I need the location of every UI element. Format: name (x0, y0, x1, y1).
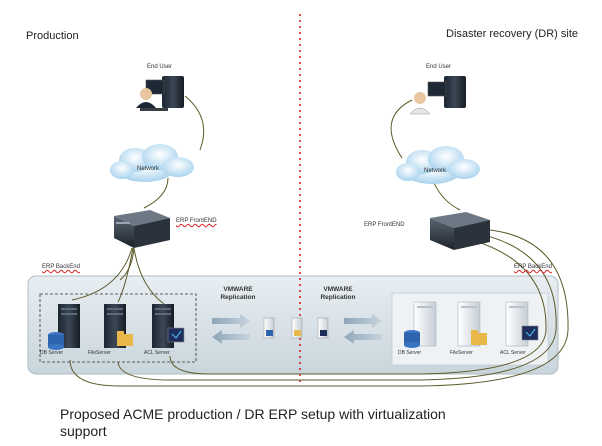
production-db-server-icon (48, 304, 80, 350)
production-end-user-label: End User (147, 64, 173, 70)
production-acl-server-label: ACL Server (144, 350, 170, 356)
replication-label-left: VMWARE Replication (214, 286, 262, 302)
production-db-server-label: DB Server (40, 350, 64, 356)
production-file-server-icon (104, 304, 133, 348)
network-to-frontend-link (143, 177, 169, 209)
production-end-user-icon (136, 76, 184, 111)
production-backend-text: ERP BackEnd (42, 264, 80, 270)
caption-line-1: Proposed ACME production / DR ERP setup … (60, 406, 446, 422)
dr-site-label: Disaster recovery (DR) site (446, 28, 579, 40)
dr-network-label: Network (424, 168, 447, 174)
replication-left-line2: Replication (220, 294, 256, 301)
production-backend-label: ERP BackEnd (42, 264, 80, 270)
replication-right-line1: VMWARE (323, 286, 353, 293)
production-file-server-label: FileServer (88, 350, 111, 356)
dr-frontend-label: ERP FrontEND (364, 222, 405, 228)
diagram-caption: Proposed ACME production / DR ERP setup … (60, 406, 580, 440)
production-frontend-server-icon (114, 210, 170, 248)
replica-vm-icons (263, 317, 329, 339)
dr-backend-text: ERP BackEnd (514, 264, 552, 270)
production-network-cloud (110, 144, 194, 182)
caption-line-2: support (60, 423, 107, 439)
dr-frontend-server-icon (430, 212, 490, 250)
dr-file-server-icon (457, 301, 487, 347)
dr-end-user-label: End User (426, 64, 452, 70)
dr-acl-server-icon (505, 301, 539, 347)
dr-frontend-link (69, 229, 569, 387)
production-frontend-text: ERP FrontEND (176, 218, 217, 224)
dr-network-cloud (396, 146, 480, 184)
replication-arrows-left (212, 314, 250, 344)
replication-arrows-right (344, 314, 382, 344)
production-frontend-label: ERP FrontEND (176, 218, 217, 224)
dr-file-server-label: FileServer (450, 350, 473, 356)
dr-db-server-label: DB Server (398, 350, 422, 356)
user-to-network-link (184, 95, 205, 151)
replication-label-right: VMWARE Replication (314, 286, 362, 302)
production-acl-server-icon (152, 304, 185, 348)
replication-right-line2: Replication (320, 294, 356, 301)
replication-left-line1: VMWARE (223, 286, 253, 293)
production-site-label: Production (26, 30, 79, 42)
dr-db-server-icon (404, 301, 437, 348)
dr-backend-label: ERP BackEnd (514, 264, 552, 270)
dr-end-user-icon (409, 76, 466, 115)
dr-acl-server-label: ACL Server (500, 350, 526, 356)
production-network-label: Network (137, 166, 160, 172)
